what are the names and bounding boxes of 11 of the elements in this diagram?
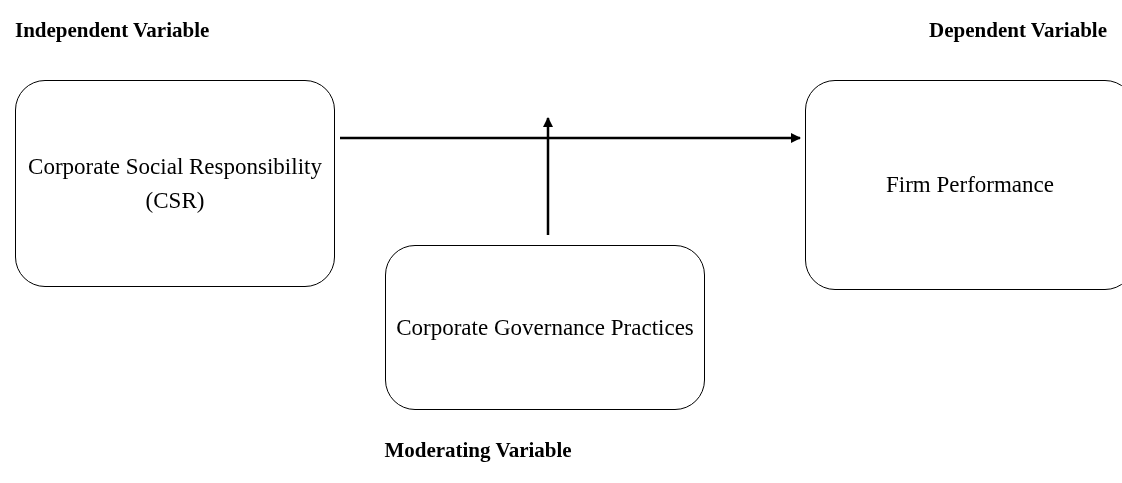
process-box (15, 80, 335, 287)
process-box (385, 245, 705, 410)
arrow (340, 133, 801, 143)
variable-heading: Moderating Variable (384, 438, 572, 463)
arrow (543, 117, 553, 235)
variable-heading: Dependent Variable (929, 18, 1107, 43)
node-label: Firm Performance (886, 171, 1054, 200)
node-label: Corporate Social Responsibility (CSR) (27, 153, 323, 215)
variable-heading: Independent Variable (15, 18, 210, 43)
node-label: Corporate Governance Practices (396, 313, 694, 342)
process-box (805, 80, 1122, 290)
